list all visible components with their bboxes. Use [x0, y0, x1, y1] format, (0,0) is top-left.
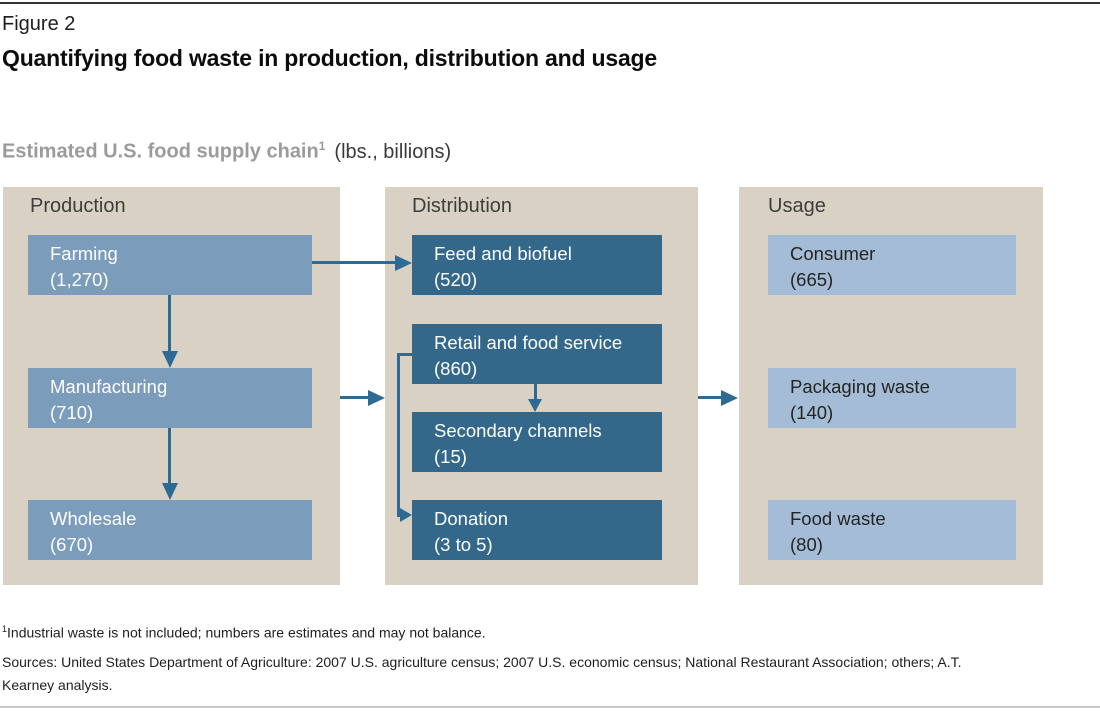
footnote: 1Industrial waste is not included; numbe… — [2, 624, 486, 641]
footnote-text: Industrial waste is not included; number… — [7, 624, 486, 641]
node-label: Manufacturing — [50, 376, 168, 397]
node-label: Secondary channels — [434, 420, 602, 441]
node-label: Donation — [434, 508, 509, 529]
distribution-panel-title: Distribution — [412, 195, 513, 217]
arrow-head-icon — [528, 399, 542, 412]
node-donation: Donation (3 to 5) — [412, 500, 662, 560]
node-manufacturing: Manufacturing (710) — [28, 368, 312, 428]
arrow-line — [312, 261, 395, 264]
node-value: (710) — [50, 402, 94, 423]
node-packaging-waste: Packaging waste (140) — [768, 368, 1016, 428]
usage-panel: Usage Consumer (665) Packaging waste (14… — [739, 187, 1043, 585]
figure-title: Quantifying food waste in production, di… — [2, 45, 657, 71]
node-value: (860) — [434, 358, 478, 379]
node-feed-and-biofuel: Feed and biofuel (520) — [412, 235, 662, 295]
arrow-head-icon — [162, 483, 178, 500]
node-label: Consumer — [790, 243, 876, 264]
arrow-head-icon — [162, 351, 178, 368]
arrow-head-icon — [721, 390, 738, 406]
subtitle-text: Estimated U.S. food supply chain — [2, 140, 319, 163]
top-divider — [0, 2, 1100, 4]
arrow-line — [168, 428, 171, 483]
distribution-panel: Distribution Feed and biofuel (520) Reta… — [385, 187, 698, 585]
arrow-head-icon — [400, 508, 412, 522]
node-value: (520) — [434, 269, 478, 290]
arrow-line — [698, 396, 721, 399]
node-label: Retail and food service — [434, 332, 623, 353]
footnote-marker: 1 — [2, 624, 8, 634]
node-label: Wholesale — [50, 508, 137, 529]
node-label: Packaging waste — [790, 376, 930, 397]
production-panel-title: Production — [30, 195, 126, 217]
subtitle-units: (lbs., billions) — [334, 140, 452, 163]
node-secondary-channels: Secondary channels (15) — [412, 412, 662, 472]
arrow-line — [397, 353, 400, 517]
node-retail-and-food-service: Retail and food service (860) — [412, 324, 662, 384]
node-farming: Farming (1,270) — [28, 235, 312, 295]
node-value: (140) — [790, 402, 834, 423]
arrow-line — [397, 353, 412, 356]
bottom-divider — [0, 706, 1100, 708]
arrow-line — [168, 295, 171, 351]
arrow-head-icon — [395, 255, 412, 271]
figure-label: Figure 2 — [2, 13, 76, 35]
arrow-head-icon — [368, 390, 385, 406]
node-label: Feed and biofuel — [434, 243, 572, 264]
node-value: (80) — [790, 534, 823, 555]
node-value: (3 to 5) — [434, 534, 493, 555]
node-food-waste: Food waste (80) — [768, 500, 1016, 560]
node-value: (15) — [434, 446, 467, 467]
node-value: (665) — [790, 269, 834, 290]
arrow-line — [340, 396, 368, 399]
production-panel: Production Farming (1,270) Manufacturing… — [3, 187, 340, 585]
node-label: Farming — [50, 243, 118, 264]
arrow-line — [397, 514, 401, 517]
sources-note: Sources: United States Department of Agr… — [2, 654, 962, 693]
subtitle-footnote-marker: 1 — [318, 139, 326, 153]
arrow-line — [534, 384, 537, 399]
figure-subtitle: Estimated U.S. food supply chain1 (lbs., … — [2, 139, 451, 164]
node-consumer: Consumer (665) — [768, 235, 1016, 295]
node-wholesale: Wholesale (670) — [28, 500, 312, 560]
node-value: (1,270) — [50, 269, 109, 290]
node-value: (670) — [50, 534, 94, 555]
usage-panel-title: Usage — [768, 195, 826, 217]
node-label: Food waste — [790, 508, 886, 529]
